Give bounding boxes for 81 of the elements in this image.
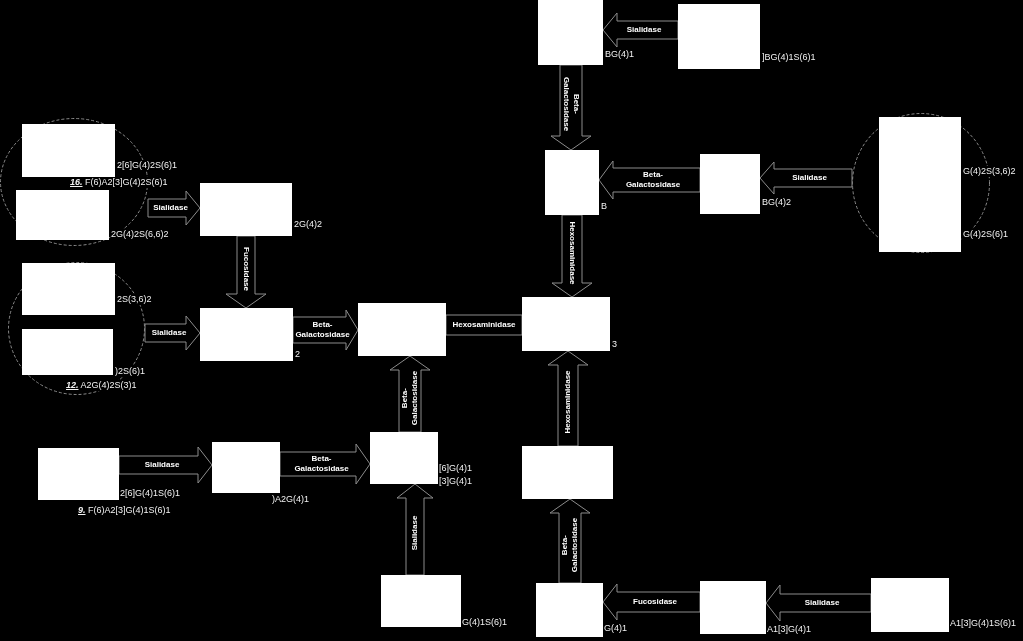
block-arrow xyxy=(279,443,371,485)
edge-label: Beta- Galactosidase xyxy=(400,370,420,425)
glycan-label: 2[6]G(4)1S(6)1 xyxy=(120,488,181,499)
edge-label: Beta- Galactosidase xyxy=(560,517,580,572)
block-arrow xyxy=(765,584,872,622)
blank-box xyxy=(536,583,603,637)
blank-box xyxy=(358,303,446,356)
edge-label: Sialidase xyxy=(151,328,187,338)
blank-box xyxy=(370,432,438,484)
blank-box xyxy=(879,117,961,252)
glycan-label: 3 xyxy=(612,339,617,350)
glycan-label: ]BG(4)1S(6)1 xyxy=(762,52,816,63)
blank-box xyxy=(212,442,280,493)
glycan-label: 2G(4)2 xyxy=(294,219,322,230)
edge-label: Sialidase xyxy=(153,203,188,213)
blank-box xyxy=(871,578,949,632)
blank-box xyxy=(200,308,293,361)
blank-box xyxy=(381,575,461,627)
blank-box xyxy=(522,446,613,499)
blank-box xyxy=(22,329,113,375)
edge-label: Sialidase xyxy=(144,460,180,470)
edge-label: Hexosaminidase xyxy=(567,220,577,285)
edge-label: Sialidase xyxy=(626,25,662,35)
block-arrow xyxy=(602,583,701,621)
blank-box xyxy=(16,190,109,240)
edge-label: Beta- Galactosidase xyxy=(294,454,349,474)
blank-box xyxy=(700,154,760,214)
block-arrow xyxy=(549,498,591,584)
glycan-label: BG(4)2 xyxy=(762,197,791,208)
blank-box xyxy=(22,124,115,177)
glycan-label: 2 xyxy=(295,349,300,360)
glycan-label: [3]G(4)1 xyxy=(439,476,472,487)
glycan-label: 2[6]G(4)2S(6)1 xyxy=(117,160,178,171)
glycan-label: A1[3]G(4)1 xyxy=(767,624,812,635)
blank-box xyxy=(38,448,119,500)
blank-box xyxy=(545,150,599,215)
block-arrow xyxy=(551,214,593,298)
edge-label: Sialidase xyxy=(792,173,827,183)
edge-label: Fucosidase xyxy=(633,597,677,607)
blank-box xyxy=(200,183,292,236)
block-arrow xyxy=(396,483,434,576)
glycan-label: [6]G(4)1 xyxy=(439,463,472,474)
block-arrow xyxy=(118,446,213,484)
glycan-label: 2G(4)2S(6,6)2 xyxy=(111,229,169,240)
edge-label: Beta- Galactosidase xyxy=(295,320,350,340)
blank-box xyxy=(522,297,610,351)
glycan-label: G(4)1S(6)1 xyxy=(462,617,507,628)
block-arrow xyxy=(144,315,201,351)
glycan-label: A1[3]G(4)1S(6)1 xyxy=(950,618,1017,629)
glycan-label: G(4)2S(3,6)2 xyxy=(963,166,1016,177)
edge-label: Beta- Galactosidase xyxy=(625,170,681,190)
edge-label: Fucosidase xyxy=(241,246,251,291)
glycan-label: 16. F(6)A2[3]G(4)2S(6)1 xyxy=(70,177,168,188)
glycan-label: )A2G(4)1 xyxy=(272,494,309,505)
edge-label: Sialidase xyxy=(410,515,420,551)
block-arrow xyxy=(550,64,592,151)
block-arrow xyxy=(389,355,431,433)
edge-label: Sialidase xyxy=(804,598,840,608)
block-arrow xyxy=(147,190,201,226)
edge-label: Hexosaminidase xyxy=(452,320,516,330)
block-arrow xyxy=(759,161,853,195)
blank-box xyxy=(22,263,115,315)
edge-label: Beta- Galactosidase xyxy=(561,76,581,132)
glycan-label: 12. A2G(4)2S(3)1 xyxy=(66,380,137,391)
glycan-label: B xyxy=(601,201,607,212)
edge-label: Hexosaminidase xyxy=(563,370,573,434)
block-arrow xyxy=(602,12,679,48)
block-arrow xyxy=(598,160,701,200)
glycan-label: G(4)2S(6)1 xyxy=(963,229,1008,240)
glycan-label: 2S(3,6)2 xyxy=(117,294,152,305)
blank-box xyxy=(678,4,760,69)
blank-box xyxy=(538,0,603,65)
glycan-label: )2S(6)1 xyxy=(115,366,145,377)
block-arrow xyxy=(547,350,589,447)
glycan-label: 9. F(6)A2[3]G(4)1S(6)1 xyxy=(78,505,171,516)
block-arrow xyxy=(292,309,359,351)
block-arrow xyxy=(445,314,523,336)
blank-box xyxy=(700,581,766,634)
glycan-label: G(4)1 xyxy=(604,623,627,634)
block-arrow xyxy=(225,235,267,309)
glycan-label: BG(4)1 xyxy=(605,49,634,60)
